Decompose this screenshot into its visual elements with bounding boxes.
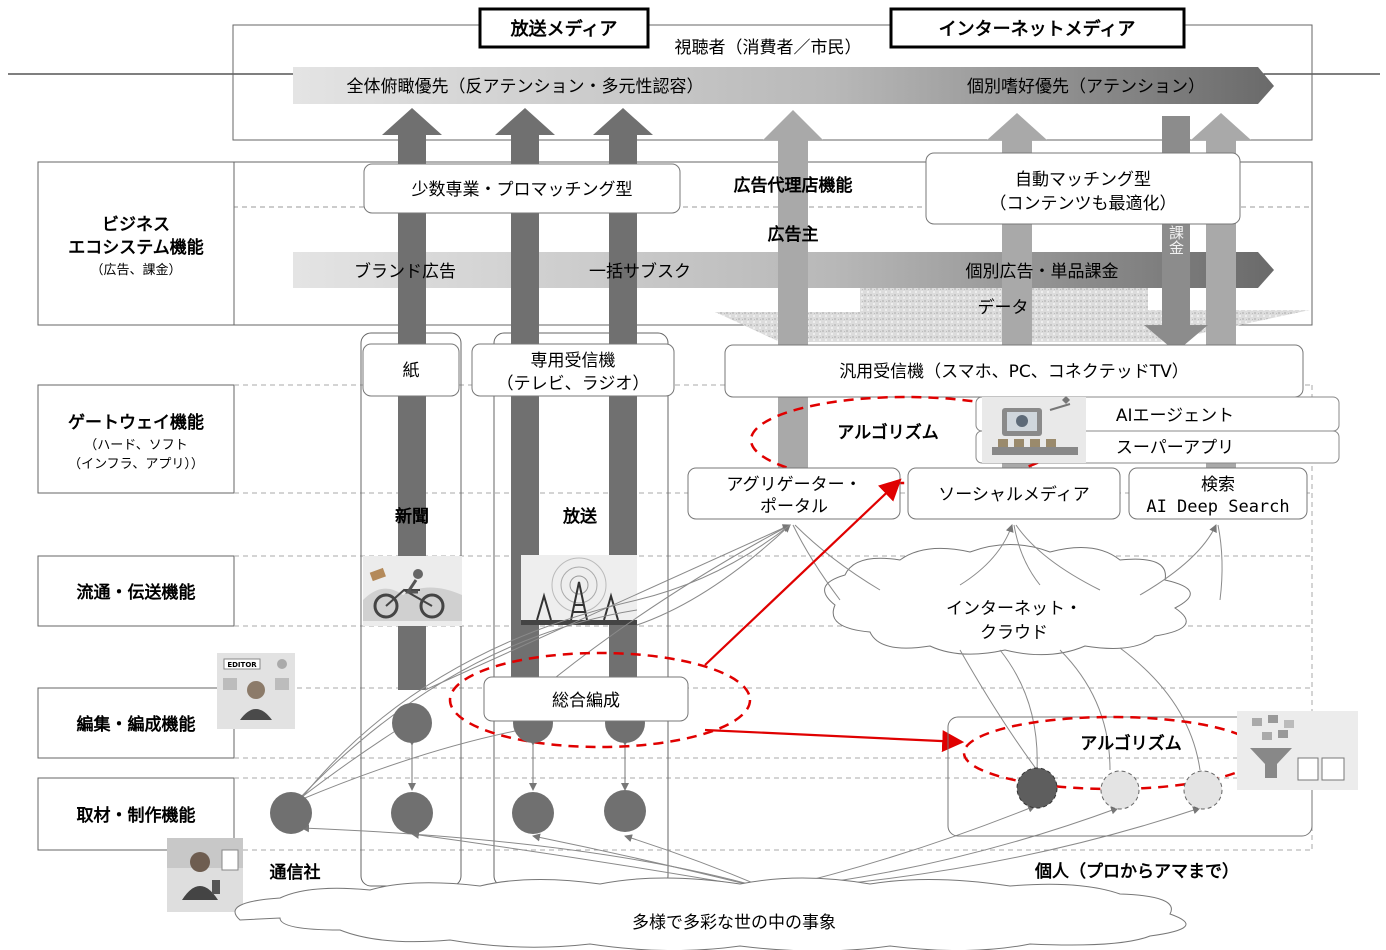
search-box: 検索 AI Deep Search [1128,467,1308,520]
internet-media-header: インターネットメディア [889,7,1186,49]
attention-right-label: 個別嗜好優先（アテンション） [967,77,1205,97]
news-agency-label: 通信社 [270,862,321,883]
svg-text:編集・編成機能: 編集・編成機能 [77,714,196,735]
svg-text:多様で多彩な世の中の事象: 多様で多彩な世の中の事象 [632,913,836,933]
svg-text:専用受信機: 専用受信機 [531,351,616,371]
svg-text:（コンテンツも最適化）: （コンテンツも最適化） [990,194,1177,214]
svg-text:ポータル: ポータル [760,497,828,517]
attention-left-label: 全体俯瞰優先（反アテンション・多元性認容） [347,77,704,97]
svg-text:流通・伝送機能: 流通・伝送機能 [77,582,196,603]
newspaper-editing-node [392,703,432,743]
newspaper-label: 新聞 [395,506,429,527]
auto-matching-box: 自動マッチング型 （コンテンツも最適化） [925,152,1241,225]
svg-text:ソーシャルメディア: ソーシャルメディア [938,484,1089,505]
data-funnel-icon [1237,711,1358,790]
row-label-gateway: ゲートウェイ機能 （ハード、ソフト （インフラ、アプリ）） [37,384,235,494]
edit-production-links [408,738,629,791]
row-label-distribution: 流通・伝送機能 [37,555,235,627]
svg-text:（テレビ、ラジオ）: （テレビ、ラジオ） [497,374,650,394]
general-editing-box: 総合編成 [483,676,689,722]
svg-text:インターネットメディア: インターネットメディア [939,18,1136,40]
flow-lines [297,524,1223,891]
newspaper-production-node [391,792,433,834]
svg-text:エコシステム機能: エコシステム機能 [68,237,204,258]
ad-individual-label: 個別広告・単品課金 [966,262,1119,282]
paper-box: 紙 [362,343,460,397]
individual-label: 個人（プロからアマまで） [1034,861,1239,882]
svg-text:AIエージェント: AIエージェント [1116,406,1234,426]
row-label-editing: 編集・編成機能 [37,687,235,759]
svg-text:総合編成: 総合編成 [552,691,620,711]
bicycle-courier-icon [363,556,462,626]
dedicated-receiver-box: 専用受信機 （テレビ、ラジオ） [471,343,675,397]
svg-text:スーパーアプリ: スーパーアプリ [1116,438,1234,458]
billing-down-arrow: 課金 [1144,116,1208,352]
svg-text:汎用受信機（スマホ、PC、コネクテッドTV）: 汎用受信機（スマホ、PC、コネクテッドTV） [839,362,1189,382]
broadcast-tower-icon [521,555,637,625]
data-label: データ [978,297,1029,318]
attention-bar [293,67,1274,104]
svg-text:放送メディア: 放送メディア [510,18,618,40]
broadcast-media-header: 放送メディア [478,7,650,49]
ad-agency-label: 広告代理店機能 [734,175,853,196]
individual-node-2 [1100,770,1140,810]
broadcast-flow-arrows [382,108,653,690]
red-arrow-to-gateway [704,478,902,666]
svg-text:ゲートウェイ機能: ゲートウェイ機能 [68,412,204,433]
gateway-algorithm-label: アルゴリズム [837,422,939,443]
broadcast-label: 放送 [562,506,598,527]
newspaper-up-arrow [382,108,442,690]
svg-text:インターネット・: インターネット・ [946,599,1082,619]
svg-text:紙: 紙 [403,361,420,381]
aggregator-up-arrow [763,110,823,470]
svg-text:アグリゲーター・: アグリゲーター・ [726,475,861,495]
individual-node-3 [1183,770,1223,810]
svg-text:EDITOR: EDITOR [227,661,257,669]
broadcast-up-arrow-1 [495,108,555,690]
news-agency-node [270,792,312,834]
svg-text:ビジネス: ビジネス [102,215,170,235]
svg-text:AI Deep Search: AI Deep Search [1146,497,1289,517]
broadcast-up-arrow-2 [593,108,653,690]
row-label-production: 取材・制作機能 [37,777,235,851]
audience-label: 視聴者（消費者／市民） [675,38,862,58]
svg-text:検索: 検索 [1201,475,1235,495]
broadcast-production-node-1 [512,792,554,834]
svg-text:少数専業・プロマッチング型: 少数専業・プロマッチング型 [412,180,633,200]
social-media-box: ソーシャルメディア [907,467,1121,520]
svg-text:取材・制作機能: 取材・制作機能 [77,805,196,826]
row-label-business: ビジネス エコシステム機能 （広告、課金） [37,161,235,326]
svg-text:（インフラ、アプリ））: （インフラ、アプリ）） [68,457,204,472]
ai-robot-icon [982,396,1086,463]
events-cloud: 多様で多彩な世の中の事象 [234,877,1187,950]
billing-label: 課金 [1167,225,1185,255]
svg-text:自動マッチング型: 自動マッチング型 [1015,170,1151,190]
general-receiver-box: 汎用受信機（スマホ、PC、コネクテッドTV） [724,344,1304,398]
editor-illustration-icon: EDITOR [217,653,295,729]
advertiser-label: 広告主 [768,224,819,245]
aggregator-portal-box: アグリゲーター・ ポータル [687,467,901,520]
svg-text:（広告、課金）: （広告、課金） [90,262,181,278]
reporter-illustration-icon [167,838,243,912]
svg-text:（ハード、ソフト: （ハード、ソフト [84,438,187,453]
ad-subscription-label: 一括サブスク [589,261,691,282]
svg-text:クラウド: クラウド [980,623,1048,643]
pro-matching-box: 少数専業・プロマッチング型 [363,163,681,214]
ad-brand-label: ブランド広告 [354,261,456,282]
internet-cloud: インターネット・ クラウド [824,544,1191,656]
general-editing-ellipse [448,651,752,749]
individual-algorithm-label: アルゴリズム [1080,733,1182,754]
broadcast-production-node-2 [604,790,646,832]
red-arrow-to-algorithm [704,728,965,753]
individual-node-1 [1016,767,1058,809]
